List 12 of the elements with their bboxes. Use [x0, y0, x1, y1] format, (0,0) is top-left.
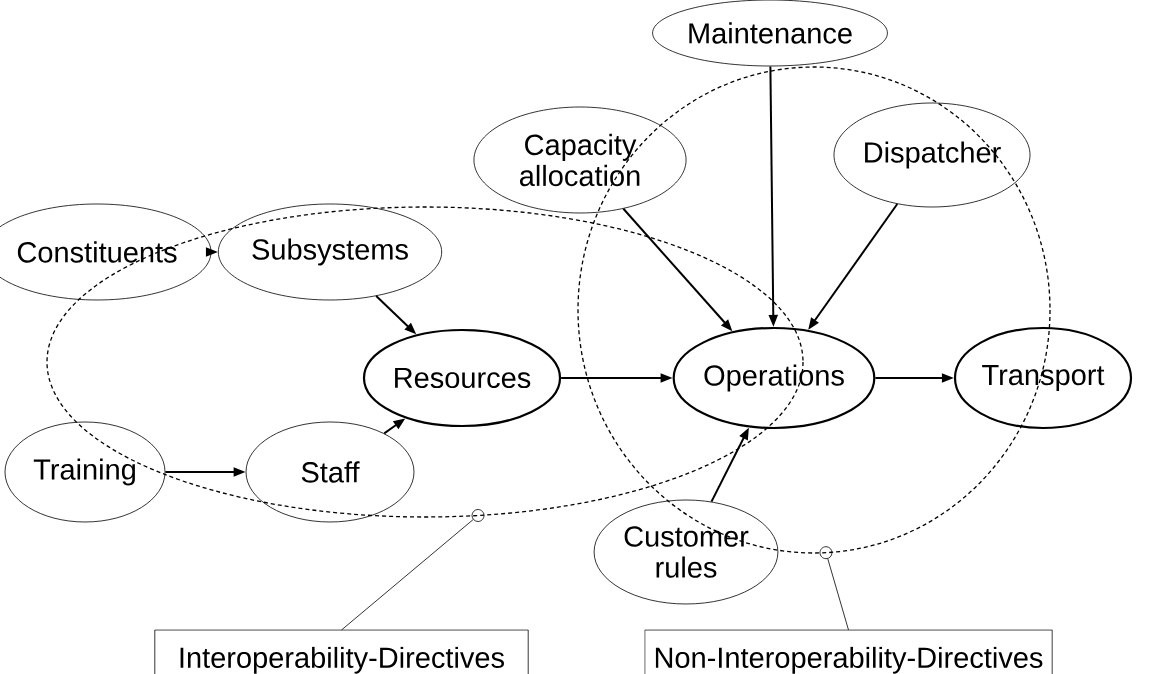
leader-line — [341, 519, 474, 631]
ellipse-node: Training — [4, 421, 166, 523]
leader-line — [827, 558, 849, 631]
ellipse-node: Staff — [245, 421, 415, 523]
ellipse-node: Capacity allocation — [473, 106, 687, 214]
ellipse-node: Transport — [953, 326, 1133, 430]
label-box: Interoperability-Directives — [154, 629, 529, 674]
label-box: Non-Interoperability-Directives — [644, 629, 1053, 674]
ellipse-node: Operations — [672, 326, 876, 430]
ellipse-node: Resources — [362, 328, 562, 428]
ellipse-node: Dispatcher — [833, 102, 1031, 208]
ellipse-node: Subsystems — [217, 203, 443, 301]
